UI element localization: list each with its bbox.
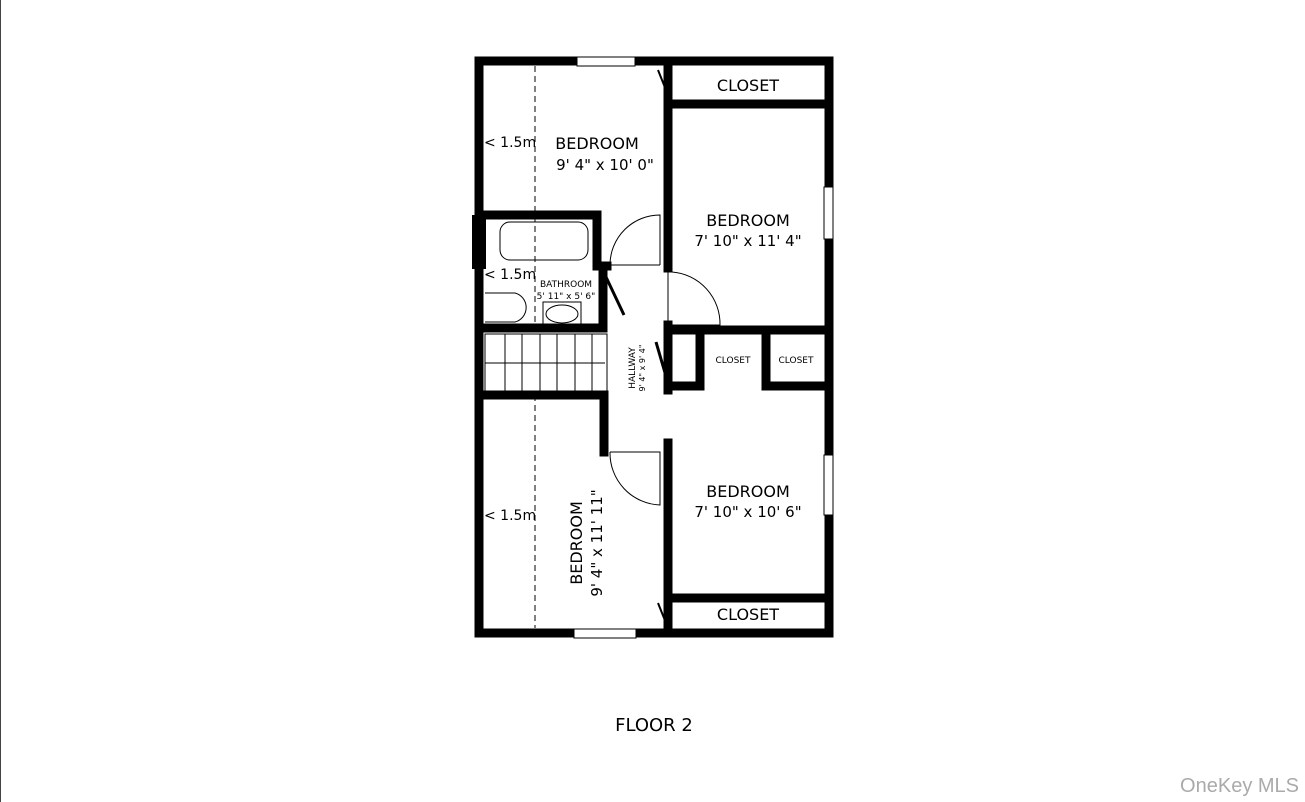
room-dims: 9' 4" x 10' 0" [556, 156, 654, 174]
watermark: OneKey MLS [1180, 775, 1299, 797]
ceiling-height-mark: < 1.5m [484, 508, 536, 524]
room-name: BEDROOM [706, 482, 790, 501]
closet-label: CLOSET [779, 356, 814, 366]
room-name: HALLWAY [628, 347, 638, 389]
room-name: BEDROOM [706, 211, 790, 230]
floor-label: FLOOR 2 [615, 715, 693, 736]
closet-label: CLOSET [717, 76, 779, 95]
closet-label: CLOSET [717, 605, 779, 624]
room-dims: 7' 10" x 11' 4" [694, 232, 801, 250]
room-dims: 7' 10" x 10' 6" [694, 503, 801, 521]
room-name: BATHROOM [540, 280, 592, 290]
ceiling-height-mark: < 1.5m [484, 267, 536, 283]
closet-label: CLOSET [716, 356, 751, 366]
fixtures [484, 66, 608, 628]
windows [573, 56, 834, 639]
room-dims: 9' 4" x 11' 11" [588, 489, 606, 596]
doors [604, 69, 721, 629]
left-edge-line [0, 0, 1, 802]
room-dims: 9' 4" x 9' 4" [638, 344, 647, 391]
labels: BEDROOM 9' 4" x 10' 0" BEDROOM 7' 10" x … [484, 76, 814, 736]
room-dims: 5' 11" x 5' 6" [537, 292, 596, 302]
room-name: BEDROOM [567, 501, 586, 585]
room-name: BEDROOM [555, 134, 639, 153]
walls [472, 56, 834, 638]
ceiling-height-mark: < 1.5m [484, 135, 536, 151]
